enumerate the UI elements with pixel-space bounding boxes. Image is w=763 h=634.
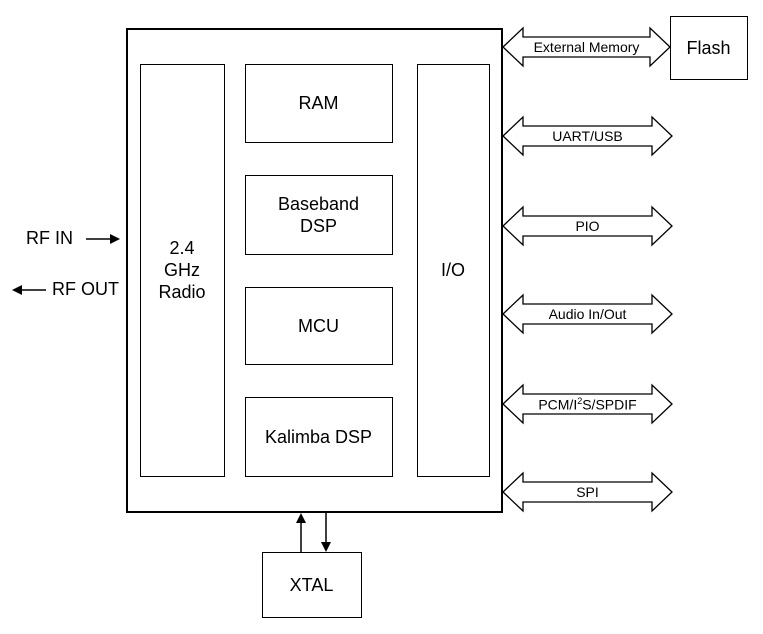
- pcm-text: PCM/I2S/SPDIF: [538, 396, 636, 413]
- xtal-down-arrowhead: [321, 542, 331, 552]
- audio-arrow: [502, 293, 673, 335]
- flash-label: Flash: [686, 37, 731, 58]
- xtal-block: XTAL: [262, 552, 362, 618]
- spi-arrow: [502, 471, 673, 513]
- xtal-up-arrowhead: [296, 513, 306, 523]
- pio-arrow: [502, 205, 673, 247]
- kalimba-label: Kalimba DSP: [264, 426, 373, 447]
- rf-out-arrowhead: [12, 285, 22, 295]
- io-block: I/O: [417, 64, 490, 477]
- pcm-text-superscript: 2: [577, 395, 583, 406]
- audio-label: Audio In/Out: [523, 304, 652, 324]
- radio-label-line3: Radio: [158, 282, 206, 302]
- external-memory-label: External Memory: [523, 37, 650, 57]
- kalimba-dsp-block: Kalimba DSP: [245, 397, 393, 477]
- external-memory-arrow: [502, 26, 671, 68]
- chip-outline: [126, 28, 503, 513]
- flash-block: Flash: [670, 16, 748, 80]
- radio-label-line2: GHz: [164, 260, 200, 280]
- ram-block: RAM: [245, 64, 393, 143]
- spi-label: SPI: [523, 482, 652, 502]
- xtal-label: XTAL: [289, 574, 334, 595]
- spi-text: SPI: [576, 484, 599, 500]
- pcm-label: PCM/I2S/SPDIF: [523, 394, 652, 414]
- uart-usb-label: UART/USB: [523, 126, 652, 146]
- pio-text: PIO: [575, 218, 600, 234]
- baseband-label-line1: Baseband: [277, 193, 360, 214]
- baseband-label-line2: DSP: [299, 215, 337, 236]
- rf-in-arrowhead: [110, 234, 120, 244]
- uart-usb-text: UART/USB: [552, 128, 623, 144]
- mcu-label: MCU: [298, 315, 339, 336]
- baseband-dsp-block: Baseband DSP: [245, 175, 393, 255]
- pcm-text-suffix: S/SPDIF: [582, 396, 637, 413]
- rf-in-label: RF IN: [26, 228, 73, 248]
- pcm-arrow: [502, 383, 673, 425]
- audio-text: Audio In/Out: [548, 306, 627, 322]
- ram-label: RAM: [298, 93, 339, 113]
- pio-label: PIO: [523, 216, 652, 236]
- uart-usb-arrow: [502, 115, 673, 157]
- external-memory-text: External Memory: [533, 39, 640, 55]
- radio-block: 2.4 GHz Radio: [140, 64, 225, 477]
- pcm-text-prefix: PCM/I: [538, 396, 578, 413]
- rf-out-label: RF OUT: [52, 279, 119, 299]
- radio-label-line1: 2.4: [169, 238, 195, 258]
- io-label: I/O: [440, 260, 465, 280]
- mcu-block: MCU: [245, 287, 393, 365]
